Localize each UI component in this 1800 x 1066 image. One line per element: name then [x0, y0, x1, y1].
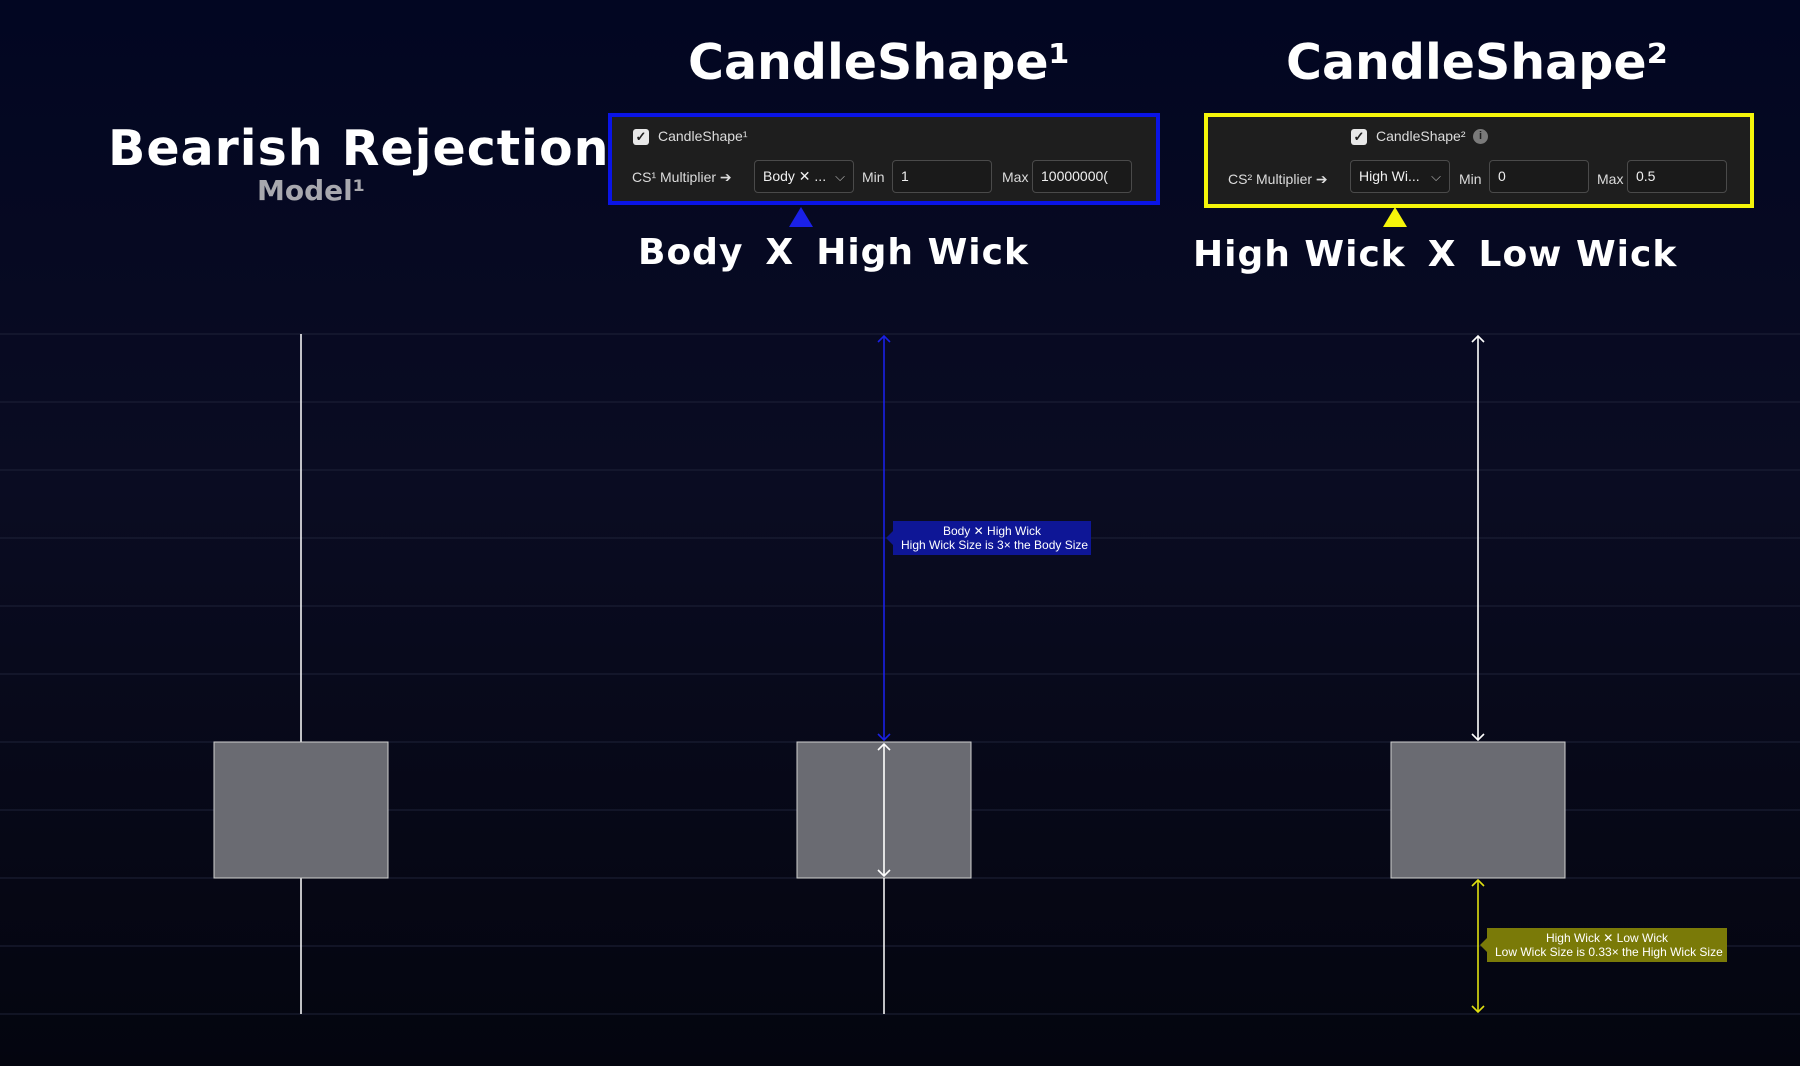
- cs2-checkbox-label: CandleShape²: [1376, 128, 1466, 144]
- candle-model: [213, 334, 389, 1014]
- cs2-heading: CandleShape²: [1285, 34, 1669, 91]
- cs2-min-input[interactable]: 0: [1489, 160, 1589, 193]
- cs2-max-input[interactable]: 0.5: [1627, 160, 1727, 193]
- chevron-down-icon: ⌵: [835, 169, 845, 184]
- cs1-max-label: Max: [1002, 169, 1029, 185]
- triangle-up-icon: [789, 207, 813, 227]
- checkmark-icon: ✓: [1353, 129, 1365, 144]
- cs2-max-label: Max: [1597, 171, 1624, 187]
- cs2-min-label: Min: [1459, 171, 1482, 187]
- cs2-caption-left: High Wick: [1193, 234, 1406, 275]
- cs2-caption: High Wick X Low Wick: [1193, 234, 1677, 275]
- cs1-settings-panel: ✓ CandleShape¹ CS¹ Multiplier ➔ Body ✕ .…: [608, 113, 1160, 205]
- cs1-tooltip-line2: High Wick Size is 3× the Body Size: [901, 538, 1089, 552]
- cs2-multiplier-label: CS² Multiplier ➔: [1228, 171, 1328, 187]
- cs1-max-input[interactable]: 10000000(: [1032, 160, 1132, 193]
- candle-cs1: [796, 334, 972, 1014]
- page-subtitle: Model¹: [257, 174, 365, 207]
- cs2-settings-panel: ✓ CandleShape² i CS² Multiplier ➔ High W…: [1204, 113, 1754, 208]
- cs2-multiplier-value: High Wi...: [1359, 168, 1420, 184]
- candle-body: [1390, 741, 1566, 879]
- cs2-caption-x: X: [1427, 234, 1457, 275]
- checkmark-icon: ✓: [635, 129, 647, 144]
- cs1-checkbox[interactable]: ✓: [633, 129, 649, 145]
- cs1-tooltip-line1: Body ✕ High Wick: [942, 524, 1042, 538]
- cs1-multiplier-select[interactable]: Body ✕ ... ⌵: [754, 160, 854, 193]
- cs2-multiplier-select[interactable]: High Wi... ⌵: [1350, 160, 1450, 193]
- chevron-down-icon: ⌵: [1431, 169, 1441, 184]
- candle-cs2: [1390, 334, 1566, 1014]
- cs1-caption-left: Body: [638, 232, 744, 273]
- cs2-tooltip-line1: High Wick ✕ Low Wick: [1545, 931, 1669, 945]
- cs1-caption: Body X High Wick: [638, 232, 1029, 273]
- gridlines: [0, 333, 1800, 1015]
- cs1-caption-x: X: [765, 232, 795, 273]
- cs1-multiplier-label: CS¹ Multiplier ➔: [632, 169, 732, 185]
- cs1-min-input[interactable]: 1: [892, 160, 992, 193]
- cs1-checkbox-label: CandleShape¹: [658, 128, 748, 144]
- page-title: Bearish Rejection: [108, 120, 610, 177]
- triangle-up-icon: [1383, 207, 1407, 227]
- cs1-tooltip: Body ✕ High Wick High Wick Size is 3× th…: [886, 521, 1091, 555]
- cs1-caption-right: High Wick: [816, 232, 1029, 273]
- cs1-multiplier-value: Body ✕ ...: [763, 168, 827, 184]
- cs2-caption-right: Low Wick: [1478, 234, 1678, 275]
- cs1-heading: CandleShape¹: [687, 34, 1071, 91]
- candle-body: [213, 741, 389, 879]
- cs2-tooltip: High Wick ✕ Low Wick Low Wick Size is 0.…: [1480, 928, 1727, 962]
- cs2-tooltip-line2: Low Wick Size is 0.33× the High Wick Siz…: [1495, 945, 1723, 959]
- info-icon[interactable]: i: [1473, 129, 1488, 144]
- cs2-checkbox[interactable]: ✓: [1351, 129, 1367, 145]
- cs1-min-label: Min: [862, 169, 885, 185]
